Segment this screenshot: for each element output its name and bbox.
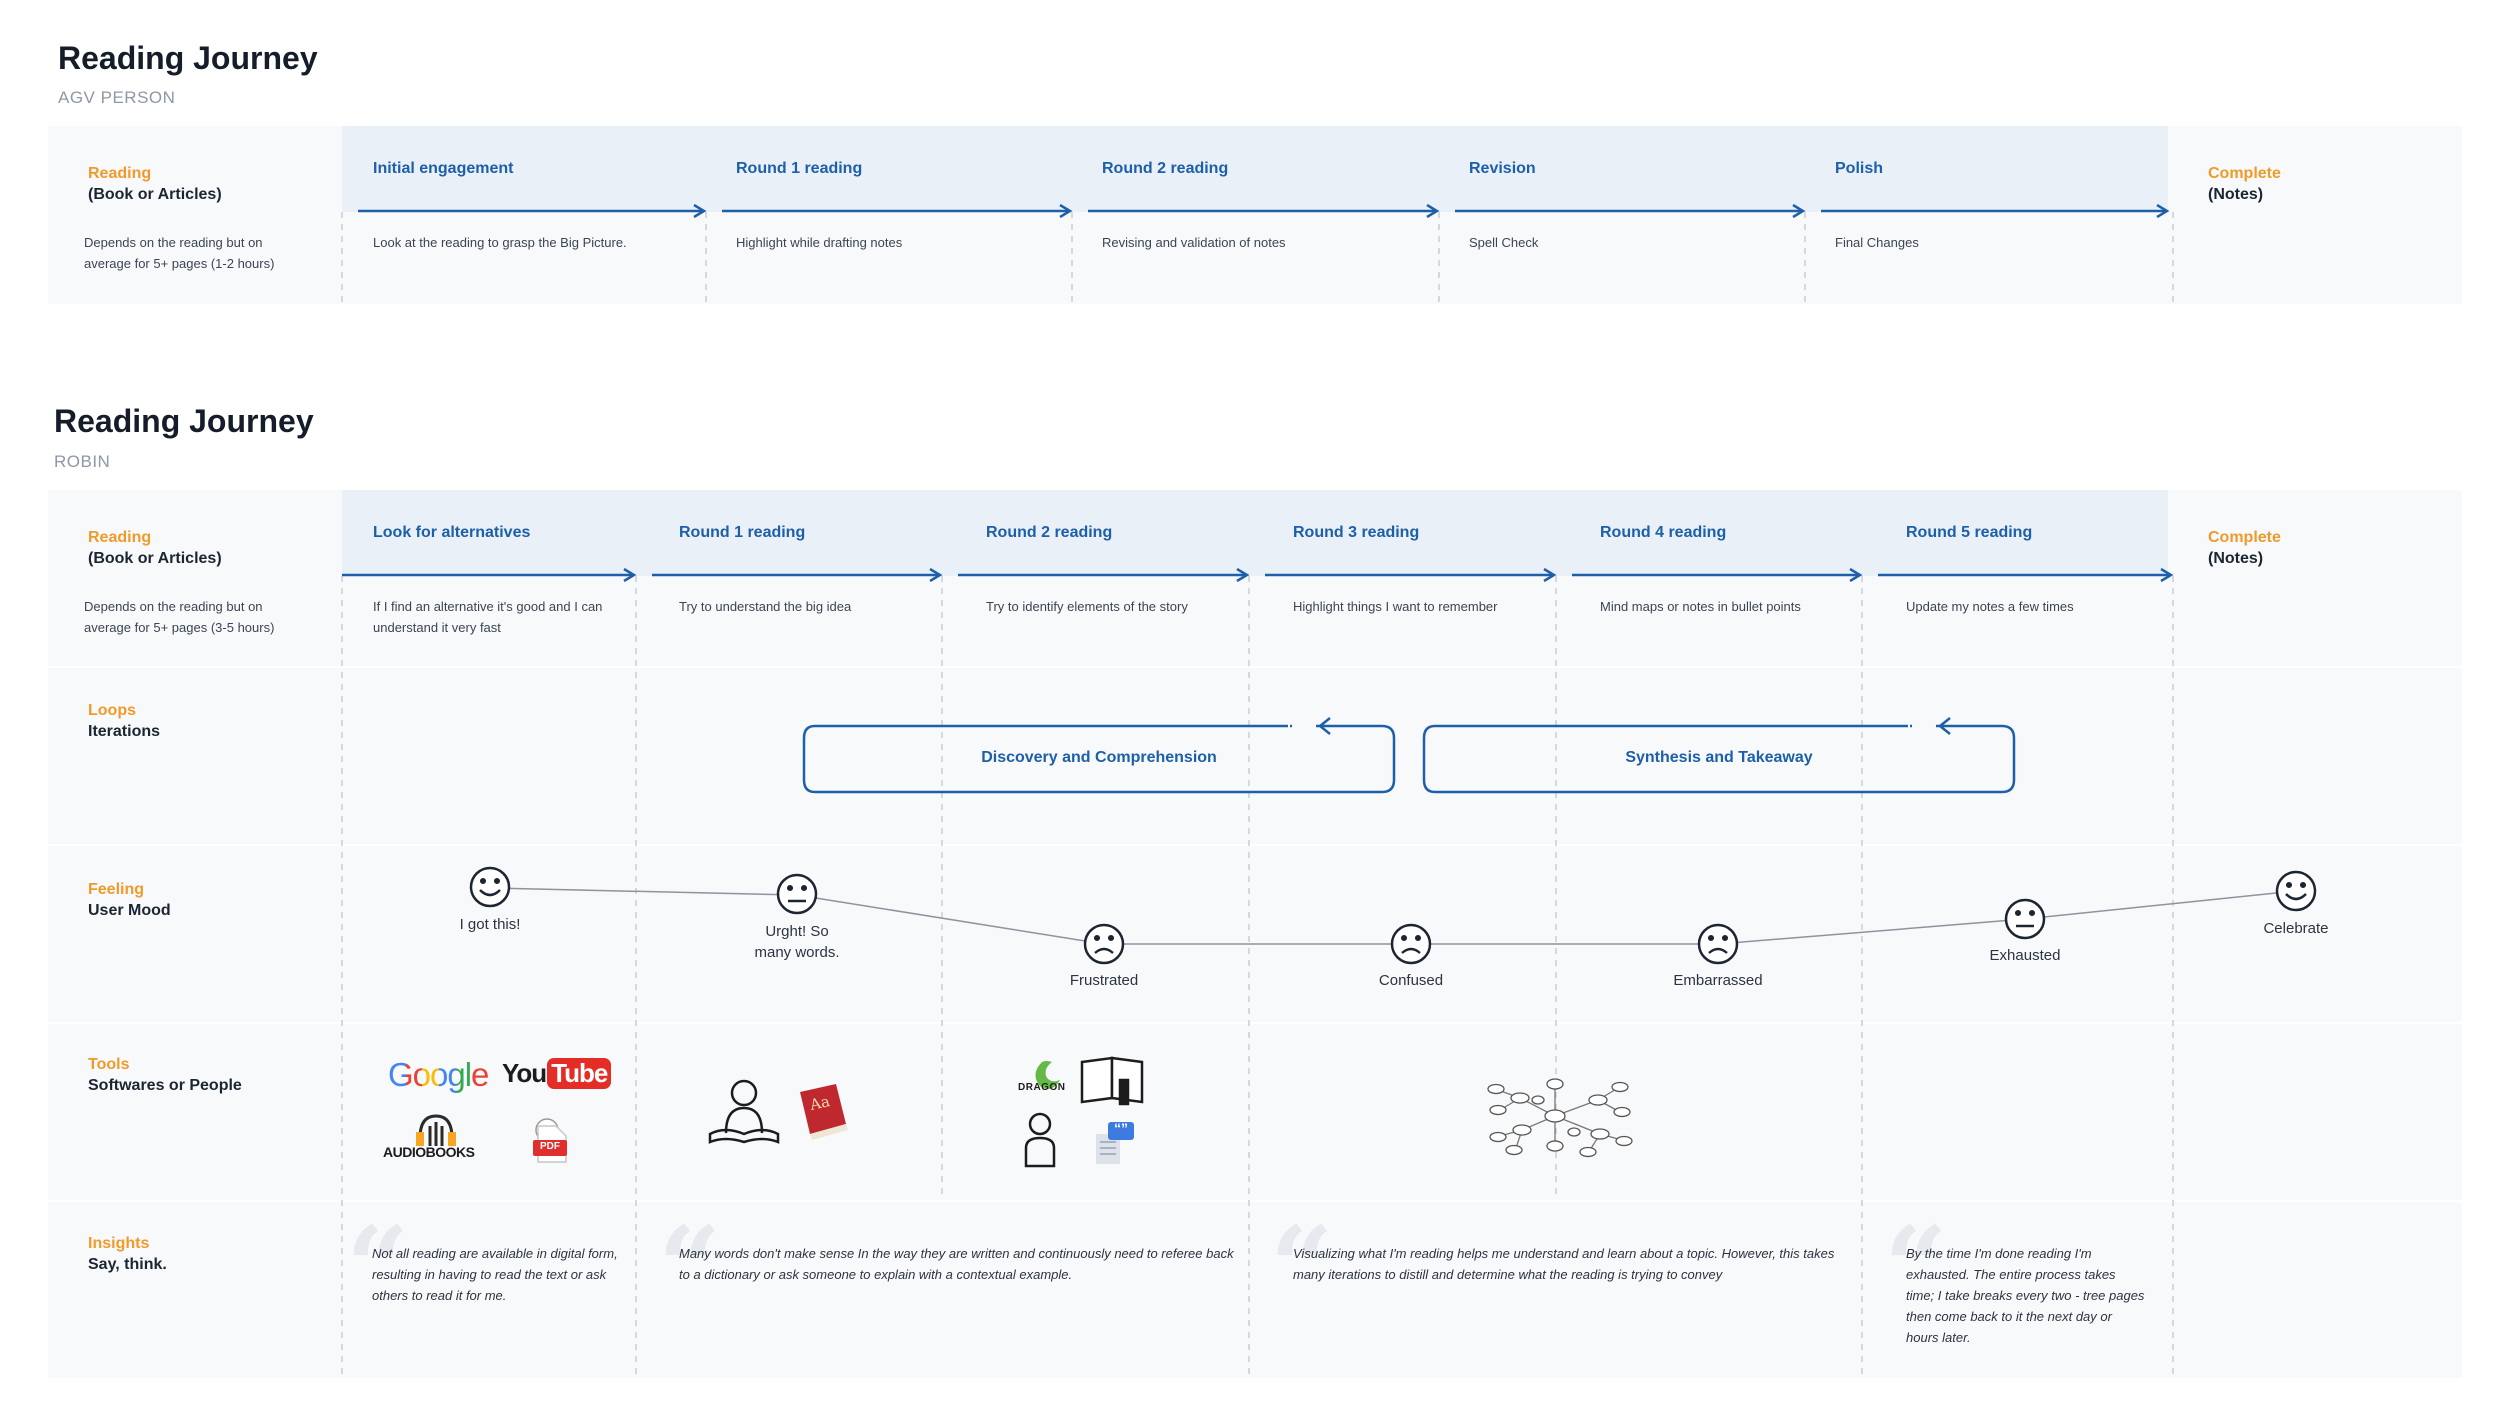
mood-face-7-happy-icon	[2275, 870, 2317, 912]
journey2-insights-band	[48, 1202, 2462, 1378]
quote-document-icon	[1096, 1122, 1134, 1164]
journey2-tools-label-main: Softwares or People	[88, 1077, 242, 1094]
journey1-stage-5-title: Polish	[1835, 160, 1884, 177]
journey1-title: Reading Journey	[58, 40, 318, 76]
journey2-stage-2-desc: Try to understand the big idea	[679, 599, 852, 614]
insight-quote-1: Not all reading are available in digital…	[372, 1246, 618, 1303]
quote-mark-4: “	[1884, 1202, 1948, 1331]
journey2-stage-1-desc: If I find an alternative it's good and I…	[373, 599, 603, 635]
mood-label-6: Exhausted	[1989, 947, 2061, 964]
insight-quote-4: By the time I'm done reading I'm exhaust…	[1906, 1246, 2145, 1345]
google-logo-text: Google	[388, 1056, 489, 1093]
journey2-reading-desc: Depends on the reading but on average fo…	[84, 599, 275, 635]
journey1-stage-4-title: Revision	[1469, 160, 1536, 177]
journey2-loops-label-main: Iterations	[88, 723, 161, 740]
journey1-persona: AGV PERSON	[58, 88, 176, 107]
journey1-row-label-top: Reading	[88, 165, 152, 182]
loop-synthesis-arrowhead	[1937, 717, 1951, 735]
person-reading-icon	[708, 1079, 780, 1144]
journey1-stage-1-desc: Look at the reading to grasp the Big Pic…	[373, 235, 627, 250]
loop-synthesis-gap	[1912, 722, 1936, 730]
journey2-reading-label-top: Reading	[88, 529, 152, 546]
journey2-loops-label-top: Loops	[88, 702, 136, 719]
insight-quote-2: Many words don't make sense In the way t…	[679, 1246, 1234, 1282]
insight-quote-3: Visualizing what I'm reading helps me un…	[1293, 1246, 1835, 1282]
journey1-stage-header-band	[342, 126, 2168, 212]
journey2-stage-4-title: Round 3 reading	[1293, 524, 1420, 541]
person-outline-icon	[1024, 1112, 1056, 1168]
journey1-stage-2-title: Round 1 reading	[736, 160, 863, 177]
journey1-stage-3-desc: Revising and validation of notes	[1102, 235, 1286, 250]
journey2-stage-5-title: Round 4 reading	[1600, 524, 1727, 541]
journey2-insights-label-top: Insights	[88, 1235, 150, 1252]
youtube-logo-you: You	[502, 1058, 547, 1088]
pdf-logo-text: PDF	[540, 1141, 560, 1152]
journey2-feeling-band	[48, 846, 2462, 1022]
journey2-stage-6-title: Round 5 reading	[1906, 524, 2033, 541]
mood-label-2: Urght! So many words.	[754, 923, 840, 961]
journey2-tools-label-top: Tools	[88, 1056, 130, 1073]
mood-face-6-neutral-icon	[2004, 898, 2046, 940]
mind-map-icon	[1487, 1078, 1633, 1158]
audiobooks-headphones-icon	[416, 1114, 456, 1146]
journey1-stage-2-desc: Highlight while drafting notes	[736, 235, 903, 250]
journey2-stage-2-title: Round 1 reading	[679, 524, 806, 541]
mood-label-4: Confused	[1378, 972, 1444, 989]
pdf-file-icon	[533, 1118, 567, 1163]
loop-synthesis-label: Synthesis and Takeaway	[1625, 749, 1813, 766]
journey1-stage-3-title: Round 2 reading	[1102, 160, 1229, 177]
journey2-reading-label-main: (Book or Articles)	[88, 550, 222, 567]
mood-face-4-sad-icon	[1390, 923, 1432, 965]
loop-discovery-arrowhead	[1317, 717, 1331, 735]
dragon-logo-text: DRAGON	[1018, 1082, 1066, 1093]
journey2-stage-1-title: Look for alternatives	[373, 524, 531, 541]
journey2-stage-3-title: Round 2 reading	[986, 524, 1113, 541]
journey2-stage-4-desc: Highlight things I want to remember	[1293, 599, 1498, 614]
quote-mark-2: “	[658, 1202, 722, 1331]
youtube-logo-tube: Tube	[547, 1058, 612, 1089]
mood-face-2-neutral-icon	[776, 873, 818, 915]
journey2-loops-band	[48, 668, 2462, 844]
mood-face-3-sad-icon	[1083, 923, 1125, 965]
journey1-row-desc: Depends on the reading but on average fo…	[84, 235, 275, 271]
youtube-logo: You Tube	[502, 1058, 612, 1089]
journey2-stage-3-desc: Try to identify elements of the story	[986, 599, 1188, 614]
journey2-persona: ROBIN	[54, 452, 111, 471]
audiobooks-logo-text: AUDIOBOOKS	[383, 1144, 475, 1160]
journey2-feeling-label-top: Feeling	[88, 881, 145, 898]
quote-app-logo-text: “”	[1114, 1120, 1128, 1136]
mood-label-3: Frustrated	[1069, 972, 1139, 989]
journey1-stage-4-desc: Spell Check	[1469, 235, 1539, 250]
mood-face-5-sad-icon	[1697, 923, 1739, 965]
journey1-row-label-main: (Book or Articles)	[88, 186, 222, 203]
mood-label-1: I got this!	[459, 916, 521, 933]
mood-face-1-happy-icon	[469, 866, 511, 908]
open-book-icon	[1080, 1056, 1144, 1106]
mood-label-5: Embarrassed	[1673, 972, 1763, 989]
journey1-stage-1-title: Initial engagement	[373, 160, 514, 177]
loop-synthesis-shape	[1422, 724, 2016, 794]
journey2-end-label-main: (Notes)	[2208, 550, 2264, 567]
loop-discovery-gap	[1292, 722, 1316, 730]
dragon-logo-icon	[1035, 1061, 1060, 1089]
journey1-stage-5-desc: Final Changes	[1835, 235, 1919, 250]
journey2-tools-band	[48, 1024, 2462, 1200]
journey2-insights-label-main: Say, think.	[88, 1256, 167, 1273]
loop-discovery-label: Discovery and Comprehension	[981, 749, 1217, 766]
journey2-stage-6-desc: Update my notes a few times	[1906, 599, 2074, 614]
quote-mark-3: “	[1270, 1202, 1334, 1331]
journey2-stage-header-band	[342, 490, 2168, 576]
journey2-stage-5-desc: Mind maps or notes in bullet points	[1600, 599, 1801, 614]
mood-label-7: Celebrate	[2263, 920, 2329, 937]
journey2-feeling-label-main: User Mood	[88, 902, 171, 919]
journey2-end-label-top: Complete	[2208, 529, 2281, 546]
quote-mark-1: “	[346, 1202, 410, 1331]
google-logo: Google	[388, 1056, 489, 1094]
dictionary-book-icon	[800, 1084, 848, 1140]
loop-discovery-shape	[802, 724, 1396, 794]
journey1-end-label-top: Complete	[2208, 165, 2281, 182]
journey2-title: Reading Journey	[54, 403, 314, 439]
journey1-end-label-main: (Notes)	[2208, 186, 2264, 203]
